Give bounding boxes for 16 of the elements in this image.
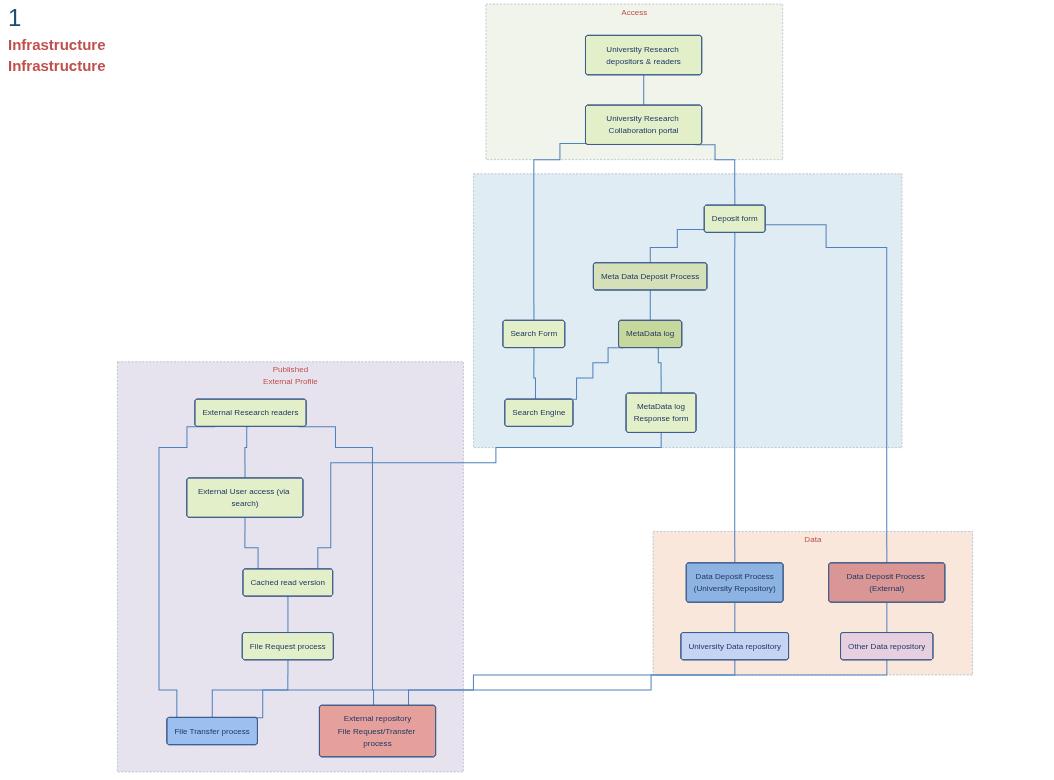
- connector: [533, 347, 538, 400]
- connector: [244, 426, 250, 479]
- connector: [533, 142, 587, 322]
- connector: [734, 232, 736, 564]
- slide-number: 1: [8, 4, 23, 32]
- connector: [886, 601, 888, 634]
- cluster: [473, 173, 903, 448]
- connector: [649, 289, 651, 322]
- annotation: Infrastructure: [8, 36, 106, 53]
- connector: [764, 224, 888, 564]
- connector: [649, 228, 705, 264]
- connector: [287, 595, 289, 634]
- connector: [655, 347, 662, 394]
- connector: [734, 601, 736, 634]
- connector: [643, 74, 645, 106]
- annotation: Infrastructure: [8, 57, 106, 74]
